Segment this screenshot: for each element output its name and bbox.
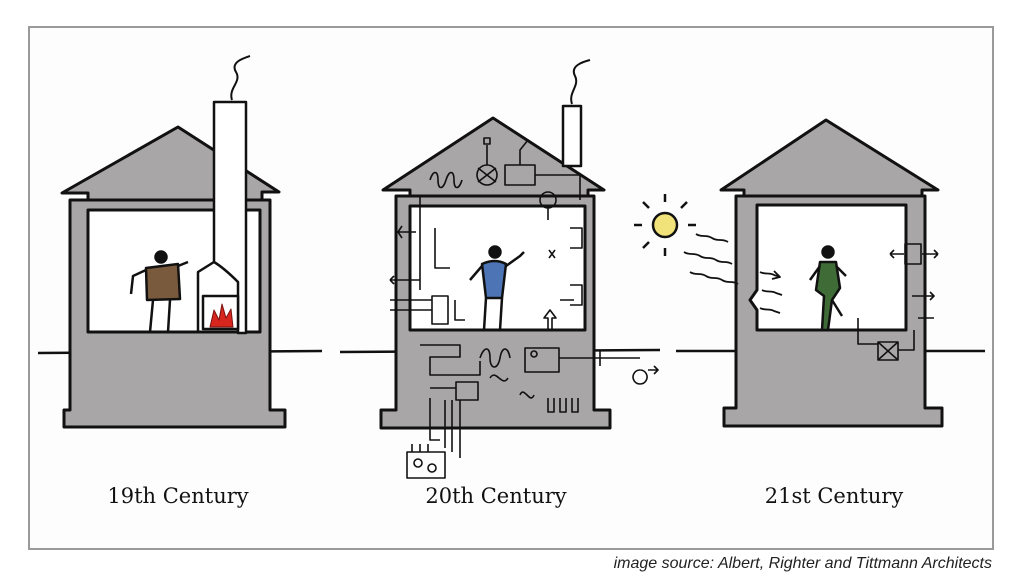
caption-19th-century: 19th Century: [107, 484, 249, 508]
person-19th: [129, 250, 189, 333]
person-20th: [469, 245, 525, 331]
caption-21st-century: 21st Century: [764, 484, 904, 508]
house-20th-century: [339, 59, 661, 479]
roof-21st: [719, 118, 940, 198]
sunlight-rays: [683, 233, 783, 314]
house-21st-century: [676, 118, 985, 428]
smoke-19th: [230, 55, 251, 101]
chimney-19th: [212, 100, 248, 335]
sun-icon: [634, 194, 696, 256]
mechanical-systems-20th: [389, 137, 659, 479]
fire-icon: [209, 303, 234, 328]
person-21st: [808, 245, 847, 332]
caption-20th-century: 20th Century: [425, 484, 567, 508]
chimney-20th: [561, 104, 583, 168]
systems-21st: [857, 243, 939, 361]
smoke-20th: [570, 59, 591, 105]
house-19th-century: [37, 55, 323, 429]
image-source-credit: image source: Albert, Righter and Tittma…: [613, 555, 992, 572]
